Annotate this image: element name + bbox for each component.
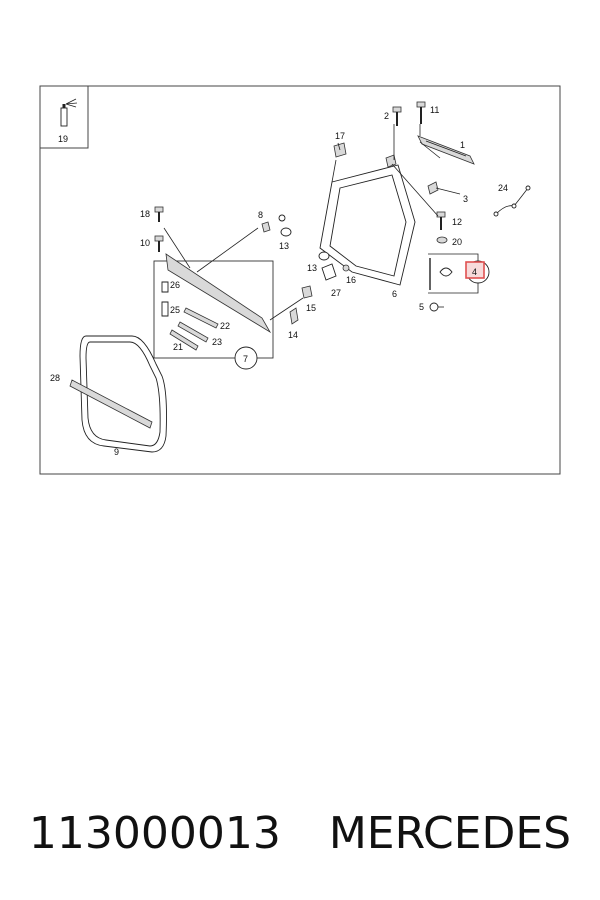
part-28-trim[interactable] — [69, 379, 153, 429]
label-23: 23 — [212, 337, 222, 347]
label-28: 28 — [50, 373, 60, 383]
label-27: 27 — [331, 288, 341, 298]
part-20-washer[interactable] — [436, 236, 448, 244]
parts-diagram: 19 — [39, 85, 561, 475]
part-labels: 1 2 3 5 6 8 9 10 11 12 13 13 14 15 16 17… — [50, 105, 508, 457]
part-23-strip[interactable] — [177, 321, 209, 343]
label-14: 14 — [288, 330, 298, 340]
part-4-group[interactable]: 4 — [428, 253, 490, 294]
part-3-bracket[interactable] — [427, 181, 439, 195]
part-15-bracket[interactable] — [301, 285, 313, 299]
part-8b-grommet[interactable] — [278, 214, 286, 222]
label-16: 16 — [346, 275, 356, 285]
label-2: 2 — [384, 111, 389, 121]
label-1: 1 — [460, 140, 465, 150]
part-8-clip[interactable] — [261, 221, 271, 233]
part-14-clip[interactable] — [289, 307, 299, 325]
part-25-clip[interactable] — [161, 301, 169, 317]
part-3-clip[interactable] — [385, 154, 397, 168]
part-27-stopper[interactable] — [321, 263, 337, 281]
leader-lines — [196, 124, 461, 321]
label-15: 15 — [306, 303, 316, 313]
part-number: 113000013 — [28, 807, 281, 859]
part-16-clip[interactable] — [342, 264, 350, 272]
spray-can-icon — [60, 98, 78, 127]
part-26-clip[interactable] — [161, 281, 169, 293]
label-17: 17 — [335, 131, 345, 141]
part-21-strip[interactable] — [169, 329, 199, 351]
label-3: 3 — [463, 194, 468, 204]
label-18: 18 — [140, 209, 150, 219]
label-12: 12 — [452, 217, 462, 227]
part-19-inset[interactable]: 19 — [39, 85, 89, 149]
label-19: 19 — [58, 134, 68, 144]
label-11: 11 — [430, 105, 439, 115]
part-24-cable[interactable] — [493, 185, 531, 217]
label-6: 6 — [392, 289, 397, 299]
label-13: 13 — [279, 241, 289, 251]
part-1-strip[interactable] — [417, 135, 475, 165]
highlight-part-4[interactable] — [465, 261, 485, 279]
part-2-bolt[interactable] — [392, 106, 402, 126]
label-5: 5 — [419, 302, 424, 312]
brand-name: MERCEDES — [328, 807, 572, 859]
label-7: 7 — [243, 354, 248, 364]
label-9: 9 — [114, 447, 119, 457]
label-8: 8 — [258, 210, 263, 220]
part-6-tailgate-frame[interactable] — [319, 159, 416, 286]
label-25: 25 — [170, 305, 180, 315]
label-24: 24 — [498, 183, 508, 193]
label-26: 26 — [170, 280, 180, 290]
label-13b: 13 — [307, 263, 317, 273]
part-10-bolt[interactable] — [154, 235, 164, 252]
caption: 113000013 MERCEDES — [0, 798, 600, 868]
part-7-group[interactable]: 7 — [153, 227, 274, 370]
part-18-bolt[interactable] — [154, 206, 164, 222]
label-4: 4 — [472, 267, 477, 277]
part-13-grommet[interactable] — [280, 227, 292, 237]
part-11-bolt[interactable] — [416, 101, 426, 124]
part-5-clip[interactable] — [429, 302, 444, 312]
label-10: 10 — [140, 238, 150, 248]
label-22: 22 — [220, 321, 230, 331]
label-21: 21 — [173, 342, 183, 352]
part-22-strip[interactable] — [183, 307, 219, 329]
part-13b-grommet[interactable] — [318, 251, 330, 261]
label-20: 20 — [452, 237, 462, 247]
